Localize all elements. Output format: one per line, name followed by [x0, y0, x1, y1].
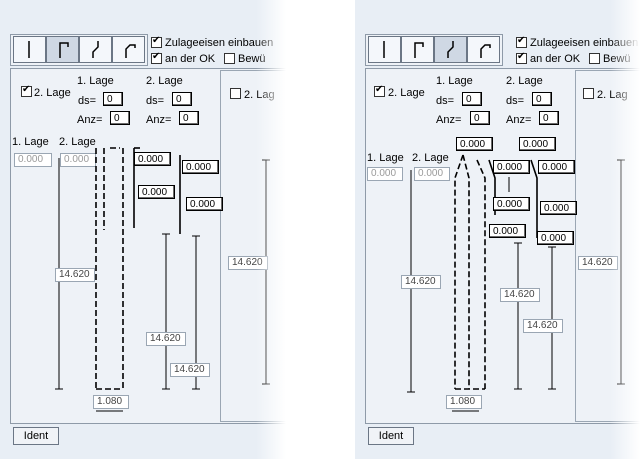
anz2-field-2[interactable]: 0: [539, 111, 559, 125]
dim-top-1-2[interactable]: 0.000: [367, 167, 403, 181]
ok-checkbox[interactable]: [151, 51, 162, 64]
ds1-label: ds=: [78, 95, 97, 107]
dim-k[interactable]: 0.000: [489, 224, 526, 238]
ds1-field[interactable]: 0: [103, 92, 123, 106]
dim-h[interactable]: 0.000: [538, 160, 575, 174]
dim-b[interactable]: 0.000: [138, 185, 175, 199]
ident-button-2[interactable]: Ident: [368, 427, 414, 445]
crank-bar-icon: [447, 41, 454, 58]
width-dim[interactable]: 1.080: [93, 395, 129, 409]
dia-lage1-label-2: 1. Lage: [367, 152, 404, 164]
bew-checkbox[interactable]: [224, 53, 235, 64]
lage2-label-2: 2. Lage: [388, 87, 425, 99]
hook-crank-bar-icon: [480, 44, 491, 58]
right-lage2-checkbox-2[interactable]: [583, 88, 594, 99]
tool-hook-crank-button-2[interactable]: [467, 36, 500, 63]
dim-g[interactable]: 0.000: [493, 160, 530, 174]
hook-bar-icon: [414, 42, 424, 58]
dia-lage2-label: 2. Lage: [59, 136, 96, 148]
anz1-field[interactable]: 0: [110, 111, 130, 125]
lage2-checkbox[interactable]: [21, 84, 32, 97]
dim-c[interactable]: 0.000: [182, 160, 219, 174]
second-layer-pane: [220, 70, 286, 422]
ds2-field-2[interactable]: 0: [532, 92, 552, 106]
ds1-field-2[interactable]: 0: [462, 92, 482, 106]
tool-hook-button[interactable]: [46, 36, 79, 63]
tool-straight-button[interactable]: [13, 36, 46, 63]
len-b[interactable]: 14.620: [146, 332, 186, 346]
dim-a[interactable]: 0.000: [134, 152, 171, 166]
straight-bar-icon: [383, 41, 385, 58]
width-dim-2[interactable]: 1.080: [446, 395, 482, 409]
ok-label: an der OK: [165, 53, 216, 65]
ds2-field[interactable]: 0: [172, 92, 192, 106]
anz1-label: Anz=: [77, 114, 103, 126]
right-lage2-checkbox[interactable]: [230, 88, 241, 99]
len-right[interactable]: 14.620: [228, 256, 268, 270]
dim-top-2[interactable]: 0.000: [60, 153, 96, 167]
zulage-checkbox[interactable]: [151, 35, 162, 48]
crank-bar-icon: [92, 41, 99, 58]
dim-e[interactable]: 0.000: [456, 137, 493, 151]
tool-crank-button[interactable]: [79, 36, 112, 63]
hook-crank-bar-icon: [125, 44, 136, 58]
ds1-label-2: ds=: [436, 95, 455, 107]
tool-hook-crank-button[interactable]: [112, 36, 145, 63]
second-layer-pane-2: [575, 70, 640, 422]
col1-header: 1. Lage: [77, 75, 114, 87]
dia-lage1-label: 1. Lage: [12, 136, 49, 148]
dim-d[interactable]: 0.000: [186, 197, 223, 211]
col2-header-2: 2. Lage: [506, 75, 543, 87]
len-b-2[interactable]: 14.620: [500, 288, 540, 302]
anz2-field[interactable]: 0: [179, 111, 199, 125]
ok-checkbox-2[interactable]: [516, 51, 527, 64]
ds2-label-2: ds=: [506, 95, 525, 107]
lage2-label: 2. Lage: [34, 87, 71, 99]
zulage-label: Zulageeisen einbauen: [165, 37, 274, 49]
tool-straight-button-2[interactable]: [368, 36, 401, 63]
ok-label-2: an der OK: [530, 53, 581, 65]
hook-bar-icon: [59, 42, 69, 58]
col2-header: 2. Lage: [146, 75, 183, 87]
dim-f[interactable]: 0.000: [519, 137, 556, 151]
zulage-checkbox-2[interactable]: [516, 35, 527, 48]
anz1-field-2[interactable]: 0: [470, 111, 490, 125]
anz2-label-2: Anz=: [506, 114, 532, 126]
tool-crank-button-2[interactable]: [434, 36, 467, 63]
right-panel: Zulageeisen einbauen an der OK Bewü 2. L…: [355, 0, 640, 459]
dim-top-2-2[interactable]: 0.000: [414, 167, 450, 181]
lage2-checkbox-2[interactable]: [374, 84, 385, 97]
ds2-label: ds=: [146, 95, 165, 107]
straight-bar-icon: [28, 41, 30, 58]
len-main[interactable]: 14.620: [55, 268, 95, 282]
dia-lage2-label-2: 2. Lage: [412, 152, 449, 164]
ident-button[interactable]: Ident: [13, 427, 59, 445]
rebar-diagram: [55, 147, 270, 412]
len-c-2[interactable]: 14.620: [523, 319, 563, 333]
dim-j[interactable]: 0.000: [540, 201, 577, 215]
dim-l[interactable]: 0.000: [537, 231, 574, 245]
dim-top-1[interactable]: 0.000: [14, 153, 52, 167]
shape-toolbar-2: [365, 34, 503, 66]
anz1-label-2: Anz=: [436, 114, 462, 126]
len-c[interactable]: 14.620: [170, 363, 210, 377]
len-main-2[interactable]: 14.620: [401, 275, 441, 289]
bew-checkbox-2[interactable]: [589, 53, 600, 64]
main-group: [10, 68, 286, 424]
dim-i[interactable]: 0.000: [493, 197, 530, 211]
shape-toolbar: [10, 34, 148, 66]
anz2-label: Anz=: [146, 114, 172, 126]
tool-hook-button-2[interactable]: [401, 36, 434, 63]
len-right-2[interactable]: 14.620: [578, 256, 618, 270]
col1-header-2: 1. Lage: [436, 75, 473, 87]
left-panel: Zulageeisen einbauen an der OK Bewü 2. L…: [0, 0, 286, 459]
